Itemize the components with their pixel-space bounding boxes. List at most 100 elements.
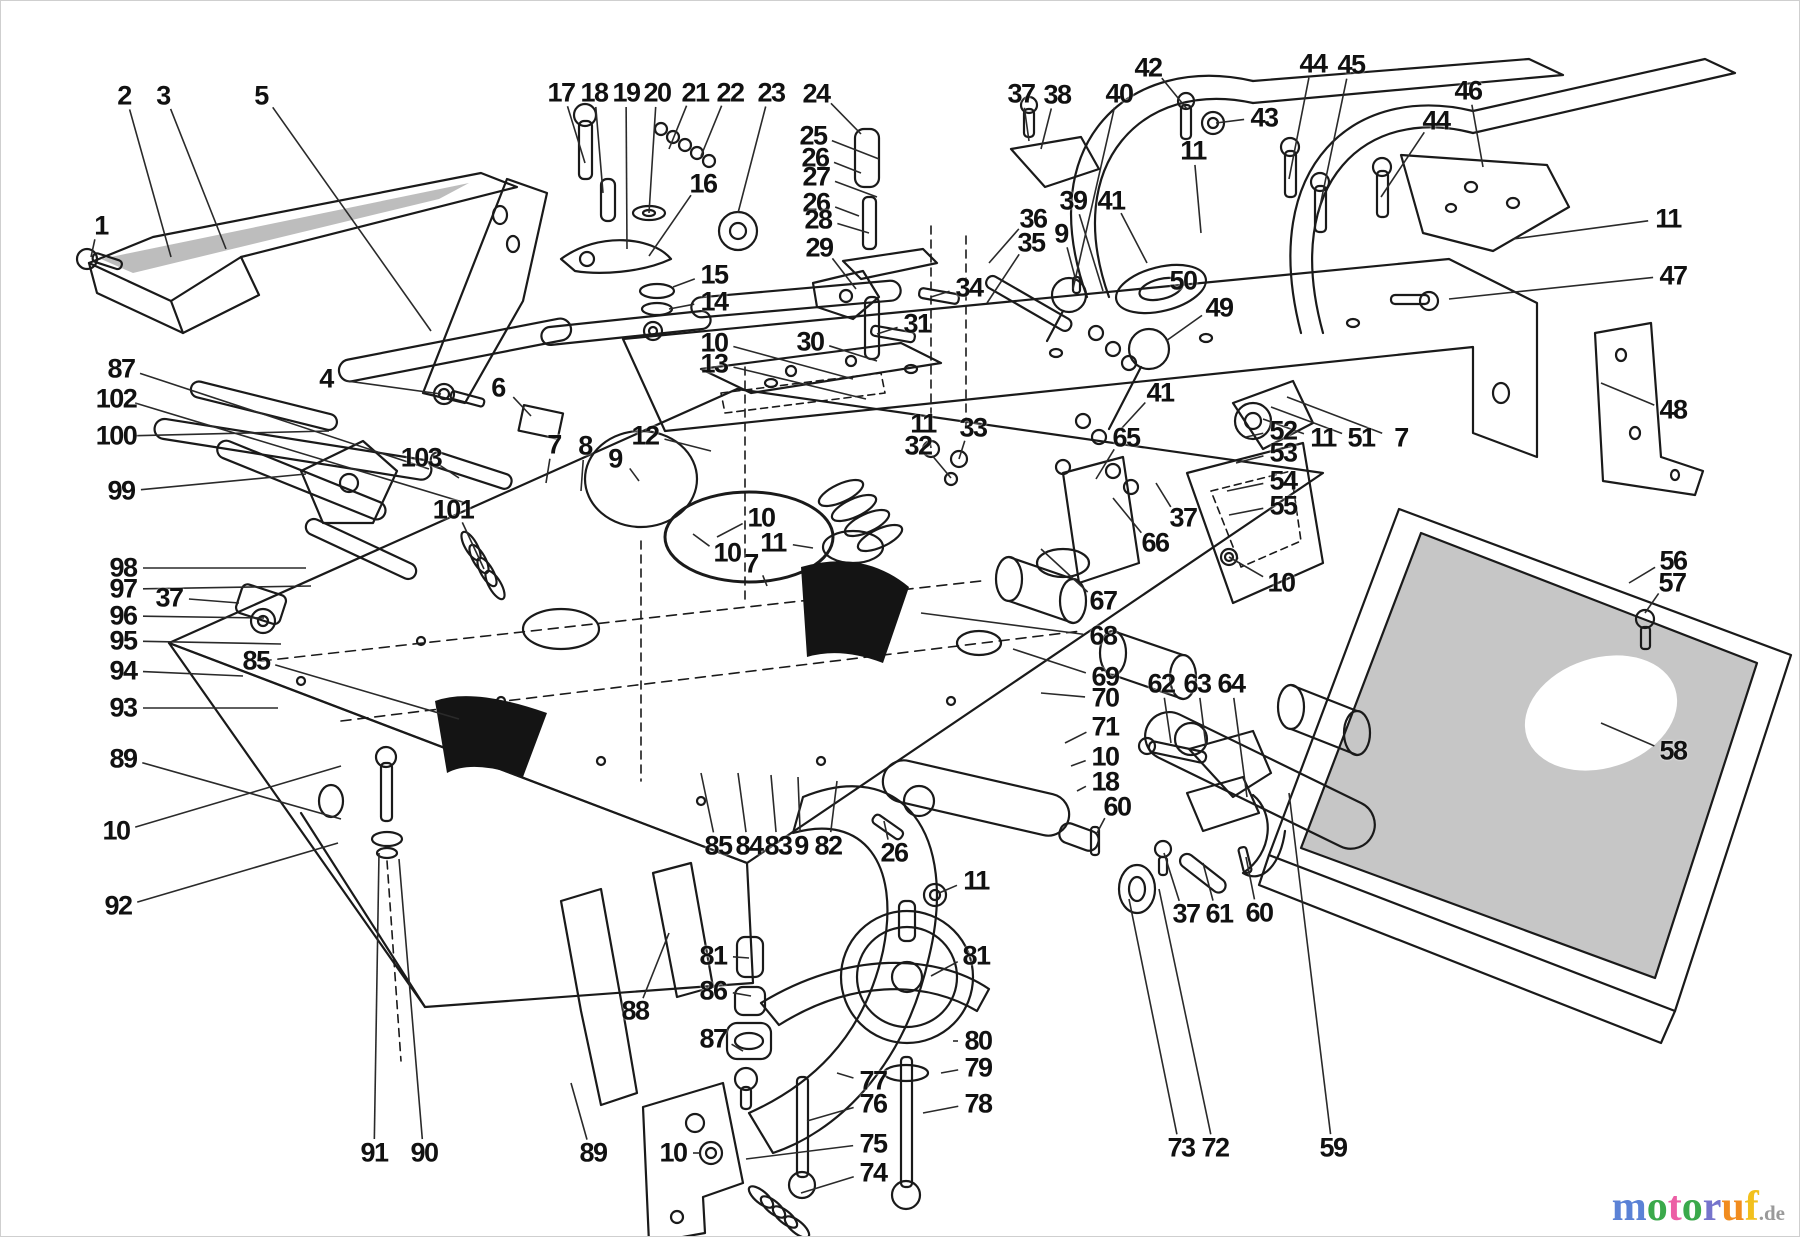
part-label: 96 xyxy=(109,600,138,631)
part-label: 23 xyxy=(757,77,786,108)
part-label: 87 xyxy=(699,1023,728,1054)
part-label: 36 xyxy=(1019,203,1048,234)
part-label: 44 xyxy=(1299,48,1328,79)
part-label: 72 xyxy=(1201,1132,1230,1163)
part-label: 31 xyxy=(903,308,932,339)
part-label: 9 xyxy=(608,443,623,474)
part-label: 92 xyxy=(104,890,133,921)
part-label: 76 xyxy=(859,1088,888,1119)
part-label: 7 xyxy=(744,548,759,579)
part-label: 89 xyxy=(579,1137,608,1168)
part-label: 59 xyxy=(1319,1132,1348,1163)
part-label: 29 xyxy=(805,232,834,263)
part-label: 26 xyxy=(801,142,830,173)
part-label: 10 xyxy=(700,327,729,358)
part-label: 39 xyxy=(1059,185,1088,216)
part-label: 100 xyxy=(95,420,138,451)
part-label: 91 xyxy=(360,1137,389,1168)
part-label: 60 xyxy=(1103,791,1132,822)
part-label: 18 xyxy=(1091,766,1120,797)
part-label: 66 xyxy=(1141,527,1170,558)
part-label: 24 xyxy=(802,78,831,109)
part-label: 30 xyxy=(796,326,825,357)
part-label: 71 xyxy=(1091,711,1120,742)
part-label: 7 xyxy=(547,429,562,460)
part-label: 34 xyxy=(955,272,984,303)
part-label: 3 xyxy=(156,80,171,111)
part-label: 20 xyxy=(643,77,672,108)
part-label: 2 xyxy=(117,80,132,111)
part-label: 55 xyxy=(1269,490,1298,521)
part-label: 84 xyxy=(735,830,764,861)
part-label: 47 xyxy=(1659,260,1688,291)
part-label: 77 xyxy=(859,1065,888,1096)
part-label: 79 xyxy=(964,1052,993,1083)
part-label: 69 xyxy=(1091,661,1120,692)
part-label: 44 xyxy=(1422,105,1451,136)
part-label: 17 xyxy=(547,77,576,108)
part-label: 38 xyxy=(1043,79,1072,110)
part-label: 48 xyxy=(1659,394,1688,425)
part-label: 12 xyxy=(631,420,660,451)
part-label: 67 xyxy=(1089,585,1118,616)
part-label: 73 xyxy=(1167,1132,1196,1163)
part-label: 40 xyxy=(1105,78,1134,109)
part-label: 88 xyxy=(621,995,650,1026)
part-label: 58 xyxy=(1659,735,1688,766)
part-label: 8 xyxy=(578,430,593,461)
part-label: 85 xyxy=(242,645,271,676)
part-label: 37 xyxy=(1169,502,1198,533)
part-label: 18 xyxy=(580,77,609,108)
part-label: 19 xyxy=(612,77,641,108)
part-label: 16 xyxy=(689,168,718,199)
part-label: 51 xyxy=(1347,422,1376,453)
part-label: 37 xyxy=(1007,78,1036,109)
part-label: 10 xyxy=(659,1137,688,1168)
part-label: 21 xyxy=(681,77,710,108)
part-label: 33 xyxy=(959,412,988,443)
part-label: 32 xyxy=(904,430,933,461)
part-label: 35 xyxy=(1017,227,1046,258)
part-label: 62 xyxy=(1147,668,1176,699)
part-label: 65 xyxy=(1112,422,1141,453)
part-label: 61 xyxy=(1205,898,1234,929)
part-label: 13 xyxy=(700,348,729,379)
part-label: 63 xyxy=(1183,668,1212,699)
part-label: 10 xyxy=(747,502,776,533)
part-label: 27 xyxy=(802,161,831,192)
part-label: 5 xyxy=(254,80,269,111)
motoruf-logo[interactable]: motoruf.de xyxy=(1612,1186,1785,1228)
part-label: 45 xyxy=(1337,49,1366,80)
part-label: 37 xyxy=(1172,898,1201,929)
part-label: 9 xyxy=(794,830,809,861)
part-label: 11 xyxy=(963,865,990,896)
part-label: 7 xyxy=(1394,422,1409,453)
part-label: 64 xyxy=(1217,668,1246,699)
motoruf-logo-word[interactable]: motoruf xyxy=(1611,1184,1759,1230)
part-label: 52 xyxy=(1269,415,1298,446)
part-label: 70 xyxy=(1091,682,1120,713)
part-label: 9 xyxy=(1054,218,1069,249)
part-label: 42 xyxy=(1134,52,1163,83)
leader-lines xyxy=(90,77,1660,1194)
part-label: 37 xyxy=(155,582,184,613)
part-label: 81 xyxy=(962,940,991,971)
part-label: 10 xyxy=(102,815,131,846)
part-label: 90 xyxy=(410,1137,439,1168)
part-label: 68 xyxy=(1089,620,1118,651)
part-label: 80 xyxy=(964,1025,993,1056)
part-label: 98 xyxy=(109,552,138,583)
part-label: 86 xyxy=(699,975,728,1006)
part-label: 54 xyxy=(1269,465,1298,496)
part-label: 94 xyxy=(109,655,138,686)
part-label: 93 xyxy=(109,692,138,723)
part-label: 53 xyxy=(1269,437,1298,468)
part-label: 60 xyxy=(1245,897,1274,928)
part-label: 11 xyxy=(1655,203,1682,234)
part-label: 56 xyxy=(1659,545,1688,576)
part-label: 87 xyxy=(107,353,136,384)
motoruf-logo-tld[interactable]: .de xyxy=(1758,1201,1785,1225)
part-label: 102 xyxy=(95,383,138,414)
part-label: 6 xyxy=(491,372,506,403)
